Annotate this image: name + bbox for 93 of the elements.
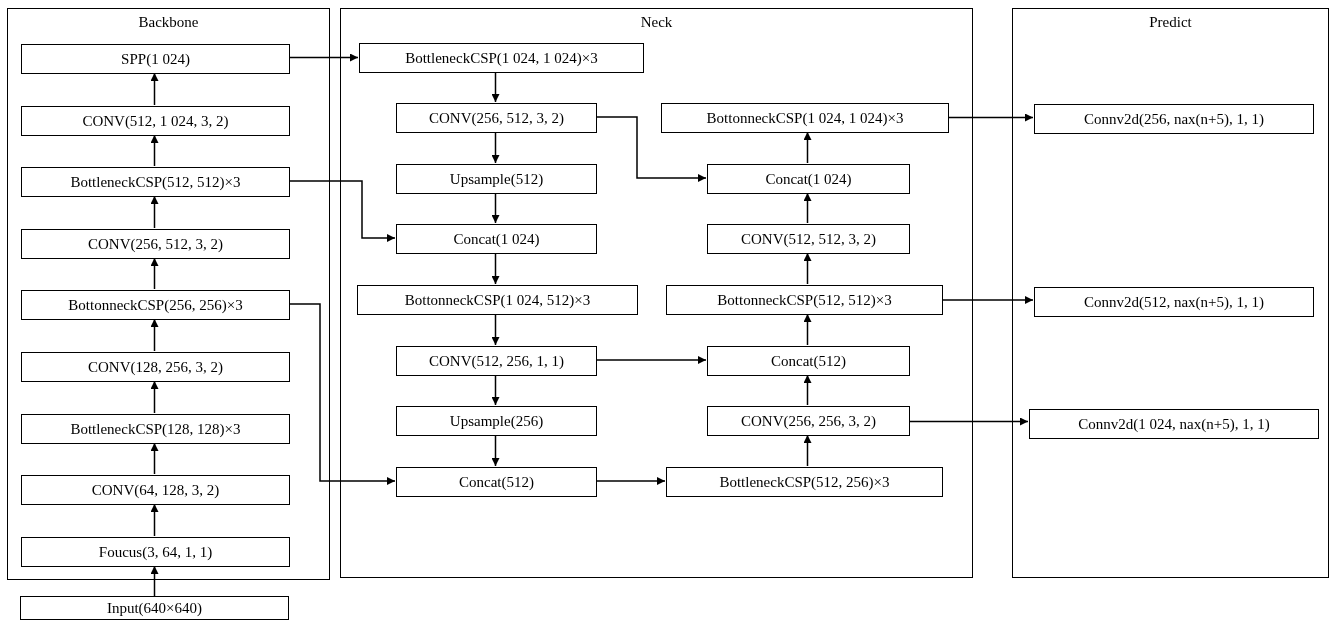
arrow [150,257,159,290]
layer-box [21,106,290,136]
layer-box [661,103,949,133]
layer-label: BottleneckCSP(512, 512)×3 [70,172,241,192]
arrow [908,417,1029,426]
layer-box [21,352,290,382]
layer-box [21,290,290,320]
panel-title: Backbone [138,13,199,32]
layer-label: CONV(256, 512, 3, 2) [88,234,223,254]
arrow [150,442,159,475]
arrow [491,192,500,224]
arrow [491,374,500,406]
layer-label: Concat(1 024) [453,229,540,249]
arrow [803,131,812,164]
arrow [491,71,500,103]
layer-label: Connv2d(512, nax(n+5), 1, 1) [1083,292,1265,312]
layer-label: BottonneckCSP(512, 512)×3 [717,290,892,310]
layer-box [1029,409,1319,439]
arrow [947,113,1034,122]
arrow [288,303,396,485]
arrow [150,503,159,537]
layer-box [707,406,910,436]
layer-box [707,164,910,194]
layer-label: Concat(512) [771,351,846,371]
layer-label: BottonneckCSP(1 024, 1 024)×3 [706,108,904,128]
layer-label: SPP(1 024) [121,49,190,69]
layer-box [1034,104,1314,134]
layer-label: BottleneckCSP(512, 256)×3 [719,472,890,492]
layer-box [396,224,597,254]
layer-box [396,164,597,194]
arrow [150,134,159,167]
arrow [595,356,707,364]
arrow [150,380,159,414]
layer-label: BottleneckCSP(128, 128)×3 [70,419,241,439]
layer-box [21,414,290,444]
arrow [150,318,159,352]
layer-box [21,475,290,505]
group-panel [7,8,330,580]
arrow [491,131,500,164]
layer-label: BottonneckCSP(1 024, 512)×3 [404,290,591,310]
panel-title: Predict [1149,13,1192,32]
layer-box [666,467,943,497]
layer-label: CONV(256, 512, 3, 2) [429,108,564,128]
layer-label: CONV(128, 256, 3, 2) [88,357,223,377]
layer-label: Concat(1 024) [765,169,852,189]
layer-box [707,224,910,254]
arrow [803,252,812,285]
layer-box [396,467,597,497]
arrow [803,374,812,406]
layer-label: CONV(256, 256, 3, 2) [741,411,876,431]
layer-box [357,285,638,315]
arrow [150,195,159,229]
layer-label: Connv2d(1 024, nax(n+5), 1, 1) [1078,414,1270,434]
layer-label: CONV(512, 512, 3, 2) [741,229,876,249]
panel-title: Neck [640,13,673,32]
layer-box [1034,287,1314,317]
layer-box [21,537,290,567]
arrow [491,434,500,467]
arrow [595,477,666,485]
layer-label: CONV(512, 1 024, 3, 2) [82,111,229,131]
arrow [595,116,707,182]
group-panel [1012,8,1329,578]
arrow [803,313,812,346]
layer-box [666,285,943,315]
arrow [288,180,396,242]
layer-label: Foucus(3, 64, 1, 1) [98,542,213,562]
layer-label: CONV(64, 128, 3, 2) [91,480,220,500]
layer-label: BottonneckCSP(256, 256)×3 [68,295,243,315]
layer-label: CONV(512, 256, 1, 1) [429,351,564,371]
layer-box [396,103,597,133]
layer-label: Connv2d(256, nax(n+5), 1, 1) [1083,109,1265,129]
layer-box [359,43,644,73]
layer-box [707,346,910,376]
arrow [491,252,500,285]
layer-label: Concat(512) [459,472,534,492]
layer-box [21,44,290,74]
arrow [803,434,812,467]
arrow [288,53,359,62]
layer-label: Upsample(512) [449,169,544,189]
arrow [150,72,159,106]
layer-box [396,346,597,376]
layer-label: Input(640×640) [106,598,203,618]
layer-box [21,167,290,197]
arrow [803,192,812,224]
layer-box [20,596,289,620]
arrow [941,296,1034,304]
arrow [150,565,159,597]
layer-box [21,229,290,259]
group-panel [340,8,973,578]
layer-box [396,406,597,436]
arrow [491,313,500,346]
layer-label: Upsample(256) [449,411,544,431]
layer-label: BottleneckCSP(1 024, 1 024)×3 [405,48,598,68]
